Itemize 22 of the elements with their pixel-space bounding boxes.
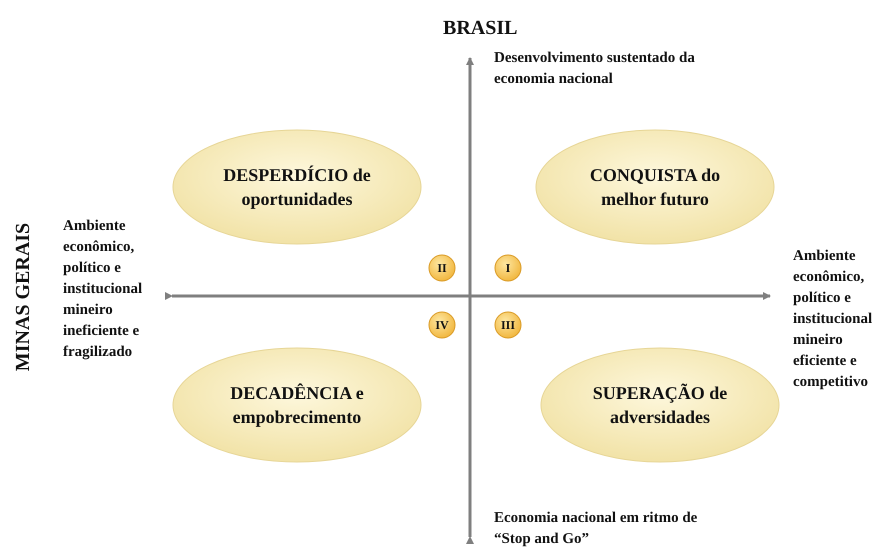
quadrant-number-circle [428, 311, 456, 339]
axis-end-note: Ambiente econômico, político e institucional mineiro ineficiente e fragilizado [63, 217, 144, 362]
quadrant-ellipse [172, 129, 422, 245]
axis-end-note: Ambiente econômico, político e institucional mineiro eficiente e competitivo [793, 247, 874, 392]
scenario-name: DESPERDÍCIO de oportunidades [222, 164, 372, 211]
quadrant-ellipse [540, 347, 780, 463]
axis-end-note: Desenvolvimento sustentado da economia nacional [494, 49, 696, 89]
roman-numeral: I [506, 260, 510, 276]
roman-numeral: III [500, 316, 515, 334]
quadrant-number-circle [494, 311, 522, 339]
quadrant-number-circle [494, 254, 522, 282]
scenario-name: DECADÊNCIA e empobrecimento [229, 382, 365, 429]
roman-numeral: IV [435, 316, 449, 334]
quadrant-ellipse [172, 347, 422, 463]
roman-numeral: II [437, 260, 447, 276]
scenario-name: CONQUISTA do melhor futuro [588, 164, 722, 211]
quadrant-ellipse [535, 129, 775, 245]
quadrant-number-circle [428, 254, 456, 282]
scenario-name: SUPERAÇÃO de adversidades [592, 382, 728, 429]
axis-title: MINAS GERAIS [11, 222, 35, 374]
axis-title: BRASIL [443, 16, 518, 41]
axis-end-note: Economia nacional em ritmo de “Stop and Go” [494, 509, 698, 547]
